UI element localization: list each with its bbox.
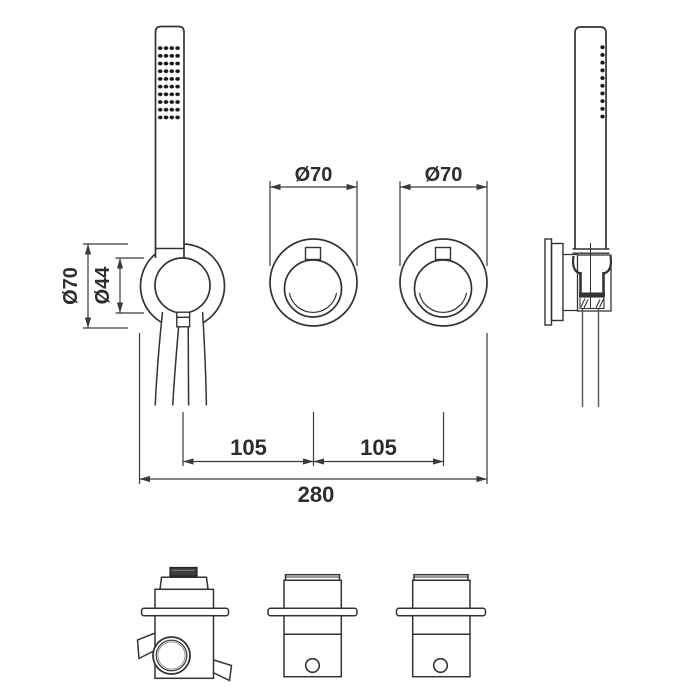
bottom-view-diverter-valve xyxy=(136,566,233,682)
knob-left-tab xyxy=(304,246,322,261)
arrow xyxy=(183,458,194,465)
valve-cap xyxy=(413,573,469,582)
arrow xyxy=(346,183,357,191)
dim-label-knob-left: Ø70 xyxy=(295,164,333,186)
outlet-port xyxy=(152,636,191,675)
bracket-arms xyxy=(563,253,578,312)
front-view-knob-left xyxy=(269,238,358,327)
front-view-handshower-holder xyxy=(139,25,226,406)
hose-lines xyxy=(154,311,208,406)
arrow xyxy=(116,258,124,269)
valve-flange xyxy=(395,607,487,617)
valve-cap xyxy=(284,573,341,582)
valve-body-upper xyxy=(283,579,343,610)
arrow xyxy=(116,302,124,313)
dim-overall-extensions xyxy=(138,333,488,484)
dim-knob-left-extensions xyxy=(269,181,358,266)
valve-step xyxy=(159,576,209,591)
arrow xyxy=(303,458,314,465)
holder-body-side xyxy=(576,254,612,312)
cup-hook-left xyxy=(571,255,581,275)
cartridge-cap-dark xyxy=(169,566,198,577)
arrow xyxy=(476,475,487,483)
hose-nut xyxy=(176,311,191,328)
screw-hole xyxy=(304,657,321,674)
valve-body-upper xyxy=(411,579,471,610)
wall-plate-inner xyxy=(550,242,564,322)
hose-nut-side xyxy=(579,296,605,310)
valve-flange xyxy=(140,607,230,617)
knob-right-tab xyxy=(434,246,452,261)
knob-left-inner-circle xyxy=(283,259,343,318)
cup-walls xyxy=(579,272,605,295)
knob-right-outer-circle xyxy=(399,238,488,327)
cup-bottom-band xyxy=(579,292,605,297)
spray-dots-side-column xyxy=(600,43,605,121)
arrow xyxy=(313,458,324,465)
bottom-view-valve-middle xyxy=(267,573,358,678)
screw-hole xyxy=(432,657,449,674)
wand-side-fill xyxy=(575,27,606,251)
arrow xyxy=(84,244,92,255)
arrow xyxy=(270,183,281,191)
hose-mask xyxy=(155,308,207,406)
knob-right-shading-arc xyxy=(418,292,468,313)
arrow xyxy=(84,317,92,328)
arrow xyxy=(139,475,150,483)
dim-label-spacing-right: 105 xyxy=(360,435,397,460)
dim-knob-right-extensions xyxy=(399,181,488,266)
valve-flange xyxy=(267,607,358,617)
dim-label-knob-right: Ø70 xyxy=(425,164,463,186)
dimension-annotations xyxy=(83,181,488,484)
hose-side-lines xyxy=(581,308,600,407)
dim-label-holder-inner: Ø44 xyxy=(92,266,114,305)
dim-label-holder-outer: Ø70 xyxy=(60,267,82,305)
valve-body-lower xyxy=(411,614,471,678)
knob-right-inner-circle xyxy=(413,259,473,318)
handshower-wand-outline xyxy=(154,25,185,258)
bottom-view-valve-right xyxy=(395,573,487,678)
dim-center-extensions xyxy=(182,412,445,466)
holder-inner-circle xyxy=(154,257,211,314)
arrow xyxy=(400,183,411,191)
valve-body-lower xyxy=(283,614,343,678)
spray-dots-grid xyxy=(157,44,181,122)
dim-label-overall: 280 xyxy=(298,482,335,507)
wand-side-outline xyxy=(574,26,607,250)
arrow xyxy=(433,458,444,465)
cup-hook-right xyxy=(603,255,613,275)
knob-left-shading-arc xyxy=(288,292,338,313)
dim-holder-outer-extensions xyxy=(83,243,128,329)
dim-label-spacing-left: 105 xyxy=(230,435,267,460)
knob-left-outer-circle xyxy=(269,238,358,327)
front-view-knob-right xyxy=(399,238,488,327)
wall-plate-outer xyxy=(544,238,553,326)
side-view-handshower xyxy=(544,26,613,407)
valve-body-upper xyxy=(154,588,215,610)
arrow xyxy=(476,183,487,191)
